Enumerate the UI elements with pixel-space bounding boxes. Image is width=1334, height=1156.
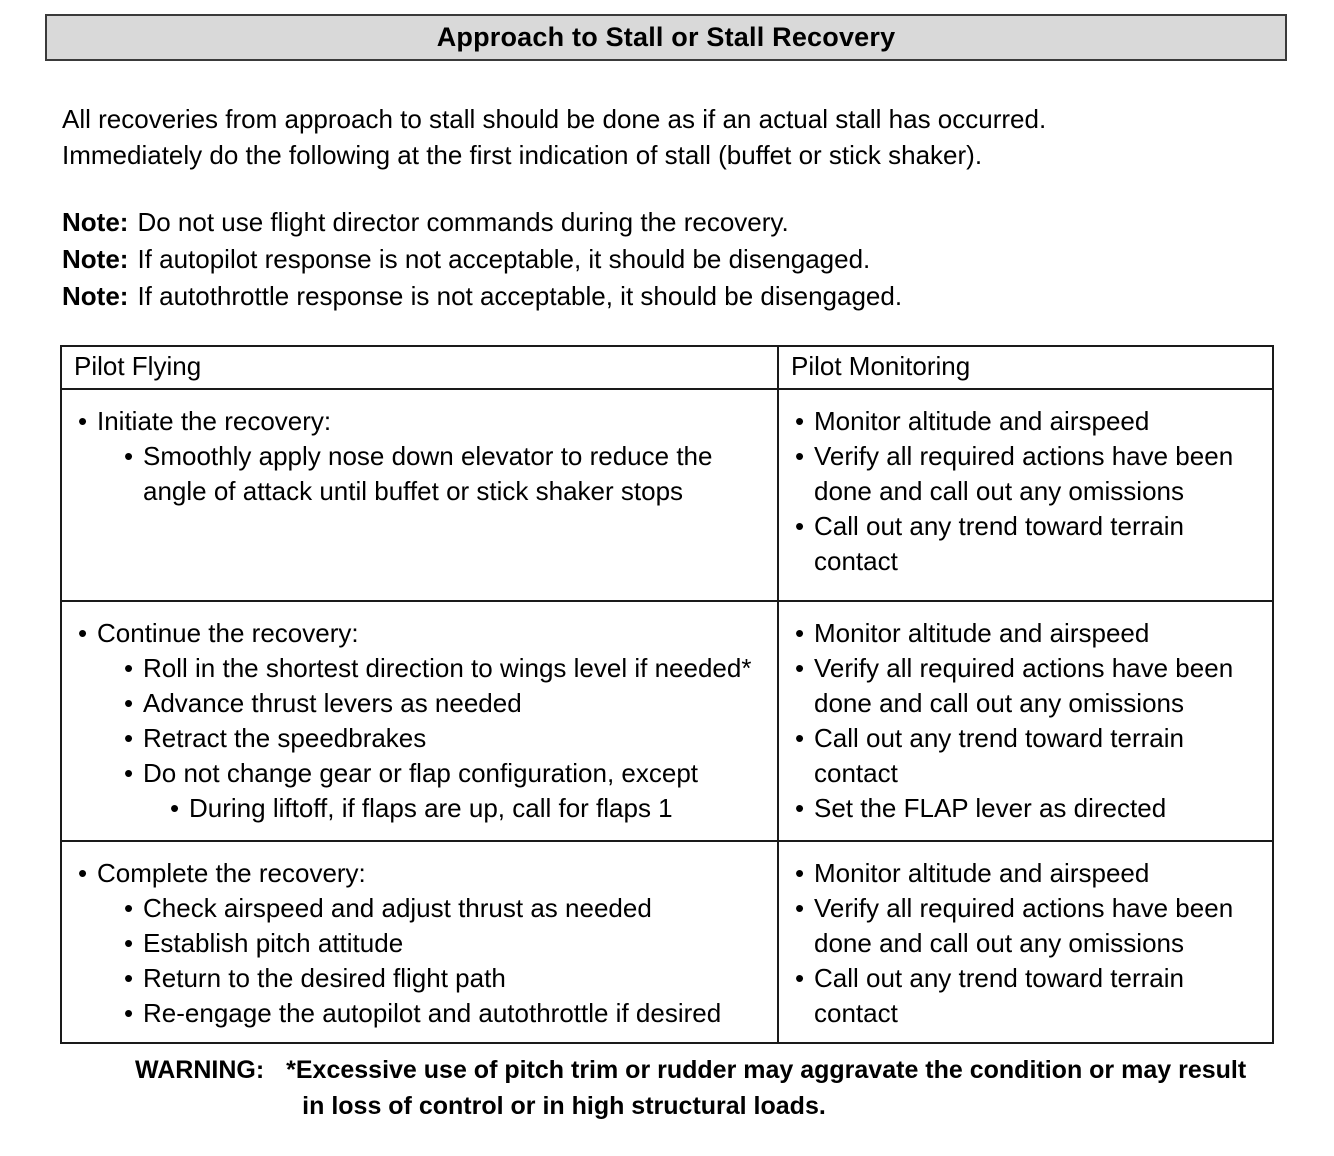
table-row: Complete the recovery: Check airspeed an… (60, 840, 1274, 1044)
note-item: Note: If autopilot response is not accept… (62, 241, 902, 278)
note-text: If autopilot response is not acceptable,… (137, 244, 871, 274)
warning-block: WARNING: *Excessive use of pitch trim or… (135, 1052, 1246, 1124)
step-list: Continue the recovery: Roll in the short… (74, 616, 761, 826)
procedure-step: Initiate the recovery: (76, 404, 761, 439)
procedure-step: Continue the recovery: (76, 616, 761, 651)
step-list: Monitor altitude and airspeed Verify all… (791, 404, 1256, 579)
procedure-step: Return to the desired flight path (122, 961, 761, 996)
intro-paragraph: All recoveries from approach to stall sh… (62, 101, 1046, 173)
procedure-step: Complete the recovery: (76, 856, 761, 891)
procedure-step: Verify all required actions have been do… (793, 891, 1256, 961)
cell-pilot-flying-complete: Complete the recovery: Check airspeed an… (60, 840, 779, 1044)
procedure-step: Verify all required actions have been do… (793, 439, 1256, 509)
note-item: Note: If autothrottle response is not acc… (62, 278, 902, 315)
step-list: Monitor altitude and airspeed Verify all… (791, 856, 1256, 1031)
intro-line: Immediately do the following at the firs… (62, 140, 983, 170)
column-header-pilot-monitoring: Pilot Monitoring (777, 345, 1274, 390)
step-list: Complete the recovery: Check airspeed an… (74, 856, 761, 1031)
step-list: Initiate the recovery: Smoothly apply no… (74, 404, 761, 509)
page-title: Approach to Stall or Stall Recovery (436, 22, 896, 52)
notes-block: Note: Do not use flight director commands… (62, 204, 902, 315)
procedure-step: Monitor altitude and airspeed (793, 856, 1256, 891)
table-row: Initiate the recovery: Smoothly apply no… (60, 388, 1274, 602)
note-label: Note: (62, 244, 129, 274)
cell-pilot-monitoring-complete: Monitor altitude and airspeed Verify all… (777, 840, 1274, 1044)
procedure-step: Check airspeed and adjust thrust as need… (122, 891, 761, 926)
table-row: Continue the recovery: Roll in the short… (60, 600, 1274, 842)
note-label: Note: (62, 281, 129, 311)
column-header-pilot-flying: Pilot Flying (60, 345, 779, 390)
procedure-step: Do not change gear or flap configuration… (122, 756, 761, 791)
procedure-step: Call out any trend toward terrain contac… (793, 509, 1256, 579)
cell-pilot-flying-initiate: Initiate the recovery: Smoothly apply no… (60, 388, 779, 602)
note-text: If autothrottle response is not acceptab… (137, 281, 903, 311)
warning-label: WARNING: (135, 1056, 265, 1084)
warning-text-line: in loss of control or in high structural… (302, 1092, 826, 1120)
step-list: Monitor altitude and airspeed Verify all… (791, 616, 1256, 826)
warning-text: *Excessive use of pitch trim or rudder m… (286, 1052, 1246, 1124)
table-header-row: Pilot Flying Pilot Monitoring (60, 345, 1274, 390)
procedure-step: Retract the speedbrakes (122, 721, 761, 756)
intro-line: All recoveries from approach to stall sh… (62, 104, 1047, 134)
title-box: Approach to Stall or Stall Recovery (45, 14, 1287, 61)
cell-pilot-monitoring-initiate: Monitor altitude and airspeed Verify all… (777, 388, 1274, 602)
procedure-step: Call out any trend toward terrain contac… (793, 961, 1256, 1031)
procedure-step: During liftoff, if flaps are up, call fo… (168, 791, 761, 826)
procedure-step: Advance thrust levers as needed (122, 686, 761, 721)
procedure-step: Smoothly apply nose down elevator to red… (122, 439, 761, 509)
procedure-step: Monitor altitude and airspeed (793, 616, 1256, 651)
procedure-step: Monitor altitude and airspeed (793, 404, 1256, 439)
procedure-table: Pilot Flying Pilot Monitoring Initiate t… (60, 345, 1274, 1044)
procedure-step: Call out any trend toward terrain contac… (793, 721, 1256, 791)
note-label: Note: (62, 207, 129, 237)
warning-text-line: *Excessive use of pitch trim or rudder m… (286, 1056, 1247, 1084)
procedure-step: Verify all required actions have been do… (793, 651, 1256, 721)
cell-pilot-flying-continue: Continue the recovery: Roll in the short… (60, 600, 779, 842)
procedure-step: Establish pitch attitude (122, 926, 761, 961)
note-text: Do not use flight director commands duri… (137, 207, 789, 237)
procedure-step: Re-engage the autopilot and autothrottle… (122, 996, 761, 1031)
cell-pilot-monitoring-continue: Monitor altitude and airspeed Verify all… (777, 600, 1274, 842)
note-item: Note: Do not use flight director commands… (62, 204, 902, 241)
procedure-step: Set the FLAP lever as directed (793, 791, 1256, 826)
procedure-step: Roll in the shortest direction to wings … (122, 651, 761, 686)
